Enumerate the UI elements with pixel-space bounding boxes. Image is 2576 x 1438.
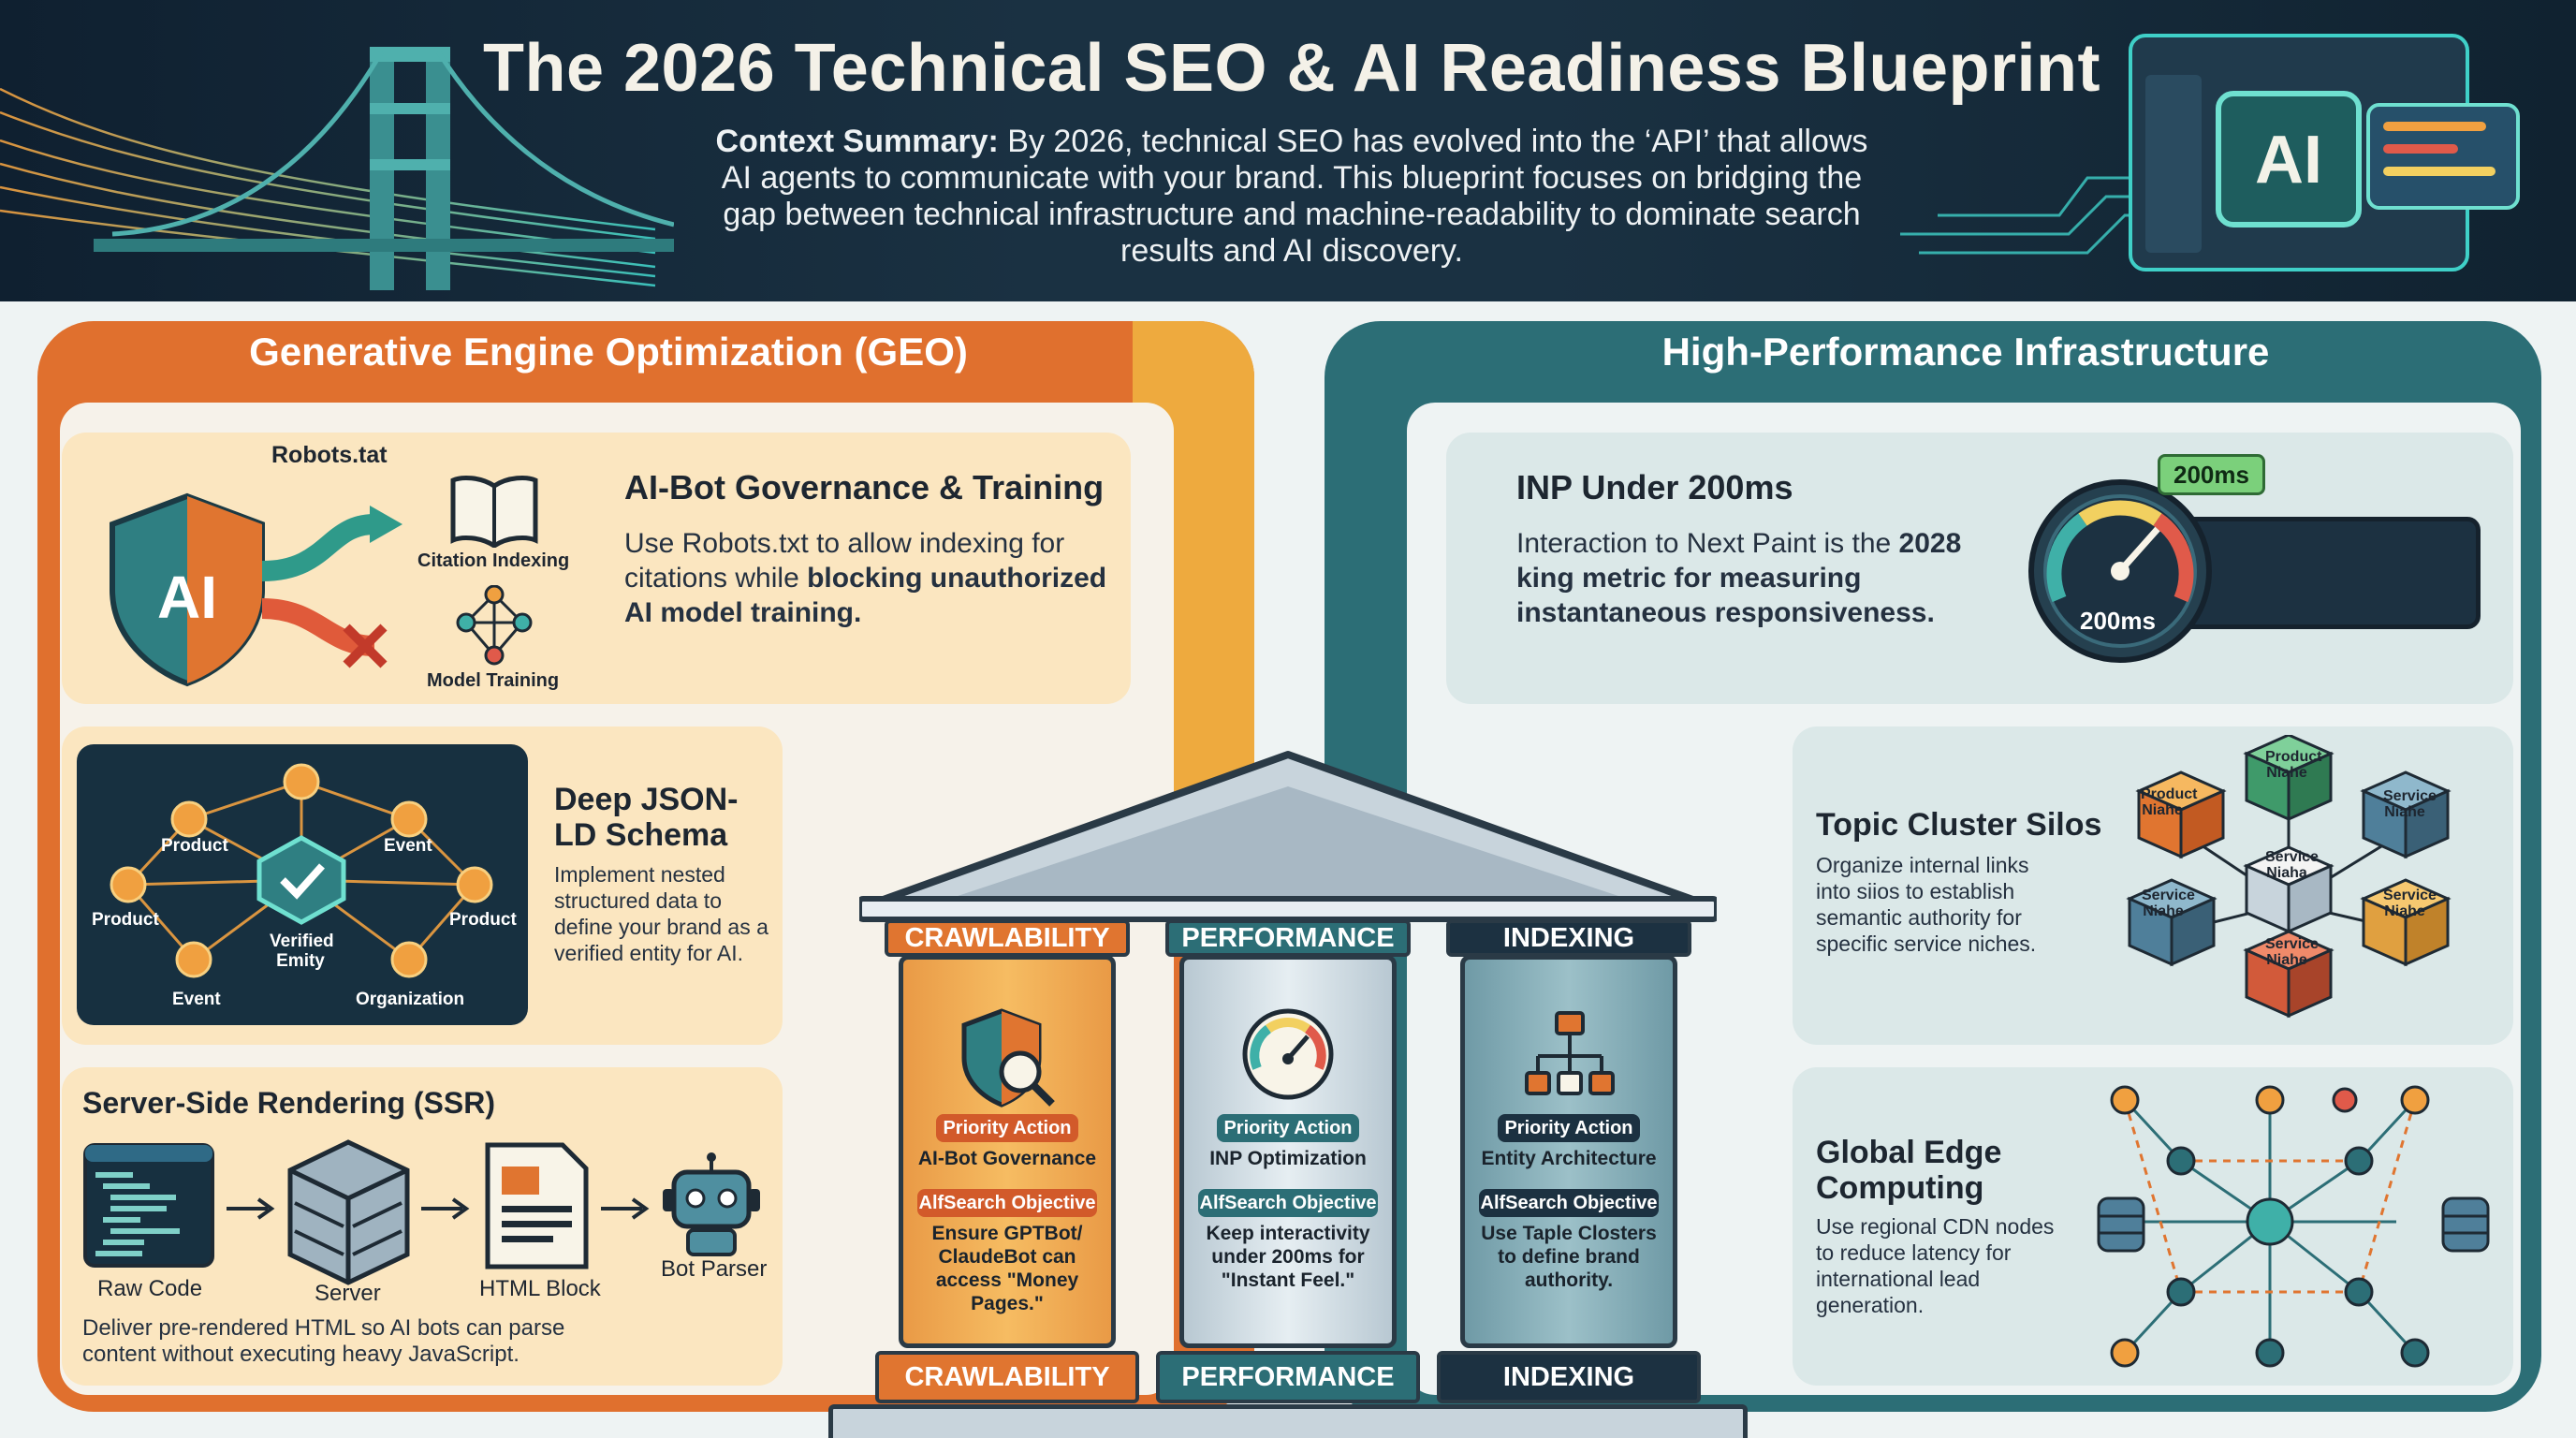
json-ld-heading: Deep JSON-LD Schema	[554, 782, 739, 853]
pillar-crawlability-bottom: CRAWLABILITY	[875, 1351, 1139, 1403]
pillar-crawlability-objective: Ensure GPTBot/ ClaudeBot can access "Mon…	[931, 1223, 1083, 1314]
bridge-illustration	[0, 47, 674, 290]
inp-body-plain: Interaction to Next Paint is the	[1516, 528, 1899, 559]
edge-network-graph	[2097, 1085, 2490, 1368]
ssr-step-bot-parser: Bot Parser	[661, 1256, 768, 1282]
edge-heading: Global Edge Computing	[1816, 1135, 2002, 1206]
pillar-indexing-objective-label: AlfSearch Objective	[1479, 1189, 1659, 1217]
cube-label-service-3: Service Niahe	[2383, 888, 2437, 919]
robot-icon	[663, 1152, 760, 1256]
hierarchy-icon	[1525, 1011, 1615, 1095]
governance-body: Use Robots.txt to allow indexing for cit…	[624, 526, 1111, 630]
speedometer-icon	[1242, 1008, 1334, 1100]
temple-base	[828, 1404, 1748, 1438]
cube-label-service-1: Service Niahe	[2383, 788, 2437, 820]
gauge-value-label: 200ms	[2080, 607, 2156, 635]
node-label-organization: Organization	[356, 990, 465, 1009]
cube-product-2	[2243, 735, 2334, 822]
governance-heading: AI-Bot Governance & Training	[624, 468, 1105, 506]
pillar-performance-objective: Keep interactivity under 200ms for "Inst…	[1206, 1223, 1370, 1291]
node-label-product-3: Product	[449, 910, 517, 930]
node-label-event-2: Event	[172, 990, 221, 1009]
topic-cluster-heading: Topic Cluster Silos	[1816, 807, 2102, 843]
temple-roof	[859, 751, 1717, 922]
book-icon	[450, 476, 538, 548]
node-label-event-1: Event	[384, 836, 432, 856]
inp-target-tag: 200ms	[2158, 454, 2265, 495]
ai-shield-icon: AI	[110, 492, 402, 687]
header: The 2026 Technical SEO & AI Readiness Bl…	[0, 0, 2576, 301]
entity-graph	[77, 744, 528, 1025]
html-document-icon	[485, 1142, 589, 1269]
network-brain-icon	[456, 585, 533, 666]
json-ld-body: Implement nested structured data to defi…	[554, 862, 768, 965]
inp-body: Interaction to Next Paint is the 2028 ki…	[1516, 526, 2003, 630]
cube-service-1	[2360, 770, 2452, 859]
ssr-step-server: Server	[315, 1281, 381, 1306]
cube-label-service-4: Service Niahe	[2265, 936, 2319, 968]
governance-body-plain: Use Robots.txt to allow indexing for cit…	[624, 528, 1065, 594]
shield-search-icon	[961, 1008, 1055, 1108]
summary-text: By 2026, technical SEO has evolved into …	[721, 124, 1868, 269]
cube-label-service-center: Service Niaha	[2265, 849, 2319, 881]
ssr-step-raw-code: Raw Code	[97, 1276, 203, 1301]
inp-body-bold: 2028 king metric for measuring instantan…	[1516, 528, 1962, 628]
governance-body-bold: blocking unauthorized AI model training.	[624, 563, 1107, 628]
node-label-product-1: Product	[161, 836, 228, 856]
pillar-indexing-objective: Use Taple Closters to define brand autho…	[1481, 1223, 1657, 1291]
cube-service-4	[2243, 930, 2334, 1019]
pillar-performance-action: INP Optimization	[1209, 1148, 1367, 1169]
pillar-indexing-top: INDEXING	[1446, 919, 1691, 957]
code-window-icon	[83, 1143, 214, 1268]
ssr-step-html-block: HTML Block	[479, 1276, 601, 1301]
shield-text: AI	[157, 564, 217, 631]
pillar-indexing-bottom: INDEXING	[1437, 1351, 1701, 1403]
arrow-right-icon	[421, 1197, 470, 1220]
ssr-body: Deliver pre-rendered HTML so AI bots can…	[82, 1315, 565, 1367]
geo-panel-title: Generative Engine Optimization (GEO)	[249, 330, 968, 374]
edge-computing-card	[1793, 1067, 2513, 1386]
pillar-crawlability-top: CRAWLABILITY	[885, 919, 1130, 957]
pillar-crawlability-objective-label: AlfSearch Objective	[917, 1189, 1097, 1217]
topic-cluster-body: Organize internal links into siios to es…	[1816, 853, 2037, 956]
cube-service-3	[2360, 878, 2452, 967]
cube-label-product-2: Product Niahe	[2265, 749, 2322, 781]
pillar-crawlability-action-label: Priority Action	[936, 1114, 1078, 1142]
pillar-performance-bottom: PERFORMANCE	[1156, 1351, 1420, 1403]
pillar-crawlability	[899, 955, 1116, 1348]
node-label-product-2: Product	[92, 910, 159, 930]
pillar-performance-action-label: Priority Action	[1217, 1114, 1359, 1142]
pillar-performance-objective-label: AlfSearch Objective	[1198, 1189, 1378, 1217]
robots-file-label: Robots.tat	[271, 442, 388, 468]
inp-heading: INP Under 200ms	[1516, 468, 1793, 506]
cube-service-2	[2126, 878, 2217, 967]
hpi-panel-title: High-Performance Infrastructure	[1661, 330, 2270, 374]
context-summary: Context Summary: By 2026, technical SEO …	[711, 124, 1872, 270]
speedometer-icon	[2028, 479, 2212, 663]
pillar-indexing-action: Entity Architecture	[1481, 1148, 1657, 1169]
ai-dashboard-illustration: AI	[1900, 34, 2520, 271]
edge-body: Use regional CDN nodes to reduce latency…	[1816, 1214, 2055, 1317]
pillar-indexing-action-label: Priority Action	[1498, 1114, 1640, 1142]
cube-service-center	[2243, 845, 2334, 934]
summary-label: Context Summary:	[715, 124, 999, 159]
pillar-crawlability-action: AI-Bot Governance	[917, 1148, 1097, 1169]
ai-badge: AI	[2255, 123, 2322, 198]
page-title: The 2026 Technical SEO & AI Readiness Bl…	[482, 31, 2100, 106]
citation-indexing-label: Citation Indexing	[417, 550, 570, 571]
arrow-right-icon	[601, 1197, 650, 1220]
arrow-right-icon	[227, 1197, 275, 1220]
pillar-performance-top: PERFORMANCE	[1165, 919, 1411, 957]
cube-label-service-2: Service Niahe	[2142, 888, 2195, 919]
model-training-label: Model Training	[427, 670, 560, 691]
ssr-heading: Server-Side Rendering (SSR)	[82, 1086, 495, 1120]
topic-cluster-cubes	[2126, 735, 2452, 1019]
node-label-verified-entity: Verified Emity	[270, 932, 334, 971]
server-icon	[287, 1139, 410, 1285]
cube-product-1	[2135, 770, 2227, 859]
cube-label-product-1: Product Niahe	[2141, 786, 2198, 818]
